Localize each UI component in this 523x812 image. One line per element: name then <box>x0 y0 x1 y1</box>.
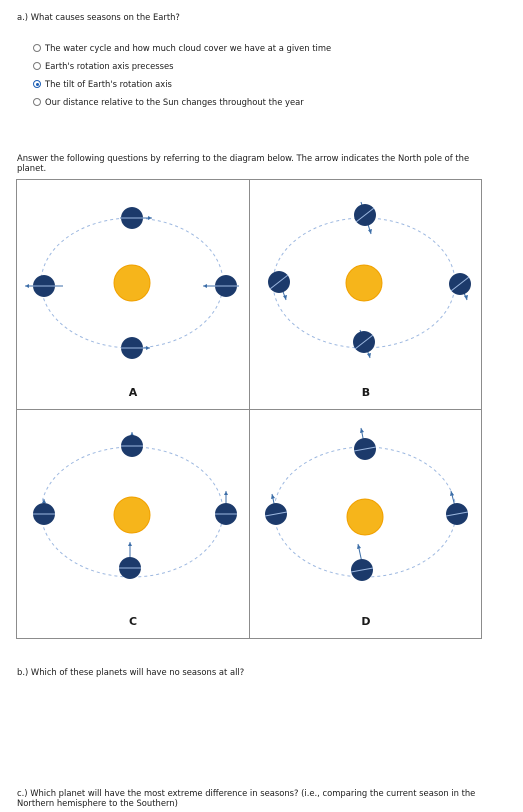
planet-bottom-icon <box>350 543 374 581</box>
option-label: Our distance relative to the Sun changes… <box>45 97 304 107</box>
planet-top-icon <box>353 427 377 460</box>
panel-label: A <box>128 386 138 399</box>
option-label: Earth's rotation axis precesses <box>45 61 174 71</box>
planet-right-icon <box>203 275 239 297</box>
question-c-text: c.) Which planet will have the most extr… <box>17 788 476 808</box>
planet-right-icon <box>445 490 469 525</box>
panel-c-graphic <box>33 432 237 579</box>
panel-c: C <box>17 410 249 639</box>
sun-icon <box>113 496 151 534</box>
planet-left-icon <box>33 499 55 525</box>
option-water-cycle[interactable]: The water cycle and how much cloud cover… <box>33 42 331 54</box>
planet-left-icon <box>25 275 63 297</box>
radio-button[interactable] <box>33 98 41 106</box>
option-axis-tilt[interactable]: The tilt of Earth's rotation axis <box>33 78 172 90</box>
planet-left-icon <box>264 493 288 525</box>
option-label: The water cycle and how much cloud cover… <box>45 43 332 53</box>
question-a-text: a.) What causes seasons on the Earth? <box>17 12 180 22</box>
panel-d-graphic <box>264 427 469 581</box>
panel-d: D <box>250 410 482 639</box>
planet-left-icon <box>268 271 290 301</box>
panel-label: D <box>361 615 371 628</box>
seasons-diagram: A <box>16 179 482 639</box>
sun-icon <box>345 264 383 302</box>
panel-a: A <box>17 180 249 409</box>
question-b-text: b.) Which of these planets will have no … <box>17 667 245 677</box>
planet-bottom-icon <box>121 337 150 359</box>
planet-right-icon <box>449 273 471 301</box>
planet-top-icon <box>354 201 376 235</box>
panel-b-graphic <box>268 201 471 359</box>
sun-icon <box>113 264 151 302</box>
option-sun-distance[interactable]: Our distance relative to the Sun changes… <box>33 96 304 108</box>
radio-button-selected[interactable] <box>33 80 41 88</box>
instructions-text: Answer the following questions by referr… <box>17 153 470 173</box>
panel-a-graphic <box>25 207 239 359</box>
panel-b: B <box>250 180 482 409</box>
planet-bottom-icon <box>119 542 141 579</box>
option-axis-precesses[interactable]: Earth's rotation axis precesses <box>33 60 173 72</box>
radio-button[interactable] <box>33 62 41 70</box>
panel-label: B <box>361 386 371 399</box>
planet-bottom-icon <box>353 329 375 359</box>
planet-top-icon <box>121 432 143 457</box>
divider-horizontal <box>17 409 481 410</box>
sun-icon <box>346 498 384 536</box>
planet-top-icon <box>120 207 152 229</box>
radio-button[interactable] <box>33 44 41 52</box>
planet-right-icon <box>215 491 237 525</box>
panel-label: C <box>128 615 138 628</box>
option-label: The tilt of Earth's rotation axis <box>45 79 172 89</box>
